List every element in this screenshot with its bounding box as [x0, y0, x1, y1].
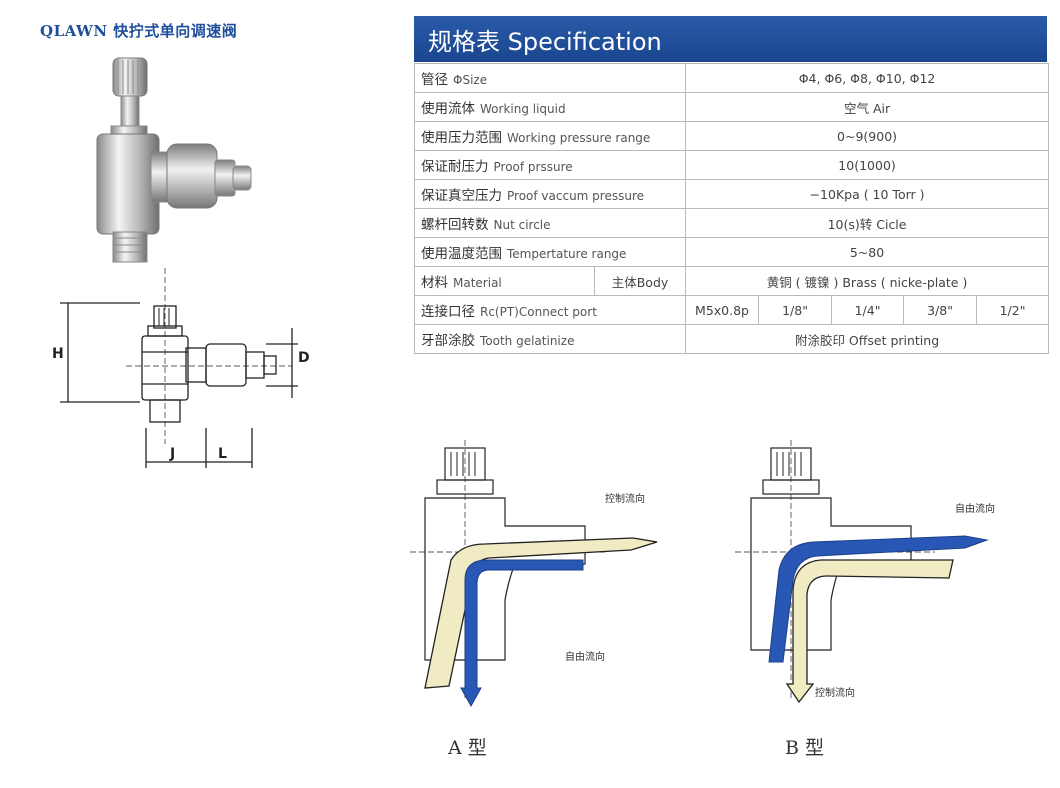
- spec-label-zh: 使用温度范围: [421, 246, 502, 262]
- dim-h: H: [52, 346, 64, 362]
- spec-label-zh: 使用压力范围: [421, 130, 502, 146]
- spec-label-zh: 螺杆回转数: [421, 217, 489, 233]
- spec-port-value: 3/8": [903, 295, 978, 325]
- spec-label-zh: 牙部涂胶: [421, 333, 475, 349]
- dim-j: J: [169, 446, 175, 462]
- spec-row: 使用压力范围 Working pressure range 0~9(900): [413, 121, 1050, 151]
- spec-label-cell: 螺杆回转数 Nut circle: [413, 208, 687, 238]
- spec-value: Φ4, Φ6, Φ8, Φ10, Φ12: [685, 63, 1050, 93]
- flow-diagram-a: 控制流向 自由流向: [410, 440, 658, 708]
- spec-label-en: Tempertature range: [507, 247, 627, 261]
- spec-label-en: Material: [453, 276, 502, 290]
- spec-material-sub: 主体Body: [593, 266, 687, 296]
- dim-d: D: [298, 350, 310, 366]
- spec-label-en: Working liquid: [480, 102, 566, 116]
- spec-label-cell: 保证真空压力 Proof vaccum pressure: [413, 179, 687, 209]
- spec-label-en: Tooth gelatinize: [480, 334, 575, 348]
- spec-value: 0~9(900): [685, 121, 1050, 151]
- spec-label-en: Working pressure range: [507, 131, 651, 145]
- spec-value: 10(s)转 Cicle: [685, 208, 1050, 238]
- spec-label-en: Rc(PT)Connect port: [480, 305, 597, 319]
- spec-row: 使用温度范围 Tempertature range 5~80: [413, 237, 1050, 267]
- flow-b-controlled-label: 控制流向: [815, 686, 855, 699]
- spec-port-value: 1/8": [758, 295, 833, 325]
- spec-row: 螺杆回转数 Nut circle 10(s)转 Cicle: [413, 208, 1050, 238]
- spec-port-value: M5x0.8p: [685, 295, 760, 325]
- spec-label-en: Proof prssure: [493, 160, 573, 174]
- spec-label-cell: 连接口径 Rc(PT)Connect port: [413, 295, 687, 325]
- spec-table: 管径 ΦSize Φ4, Φ6, Φ8, Φ10, Φ12 使用流体 Working l…: [413, 63, 1050, 354]
- spec-row: 管径 ΦSize Φ4, Φ6, Φ8, Φ10, Φ12: [413, 63, 1050, 93]
- spec-label-cell: 使用温度范围 Tempertature range: [413, 237, 687, 267]
- spec-port-value: 1/2": [976, 295, 1050, 325]
- spec-label-zh: 使用流体: [421, 101, 475, 117]
- dimension-drawing: H D J L: [52, 268, 310, 468]
- spec-label-cell: 材料 Material: [414, 266, 595, 296]
- spec-label-cell: 牙部涂胶 Tooth gelatinize: [413, 324, 687, 354]
- spec-row-tooth: 牙部涂胶 Tooth gelatinize 附涂胶印 Offset printing: [413, 324, 1050, 354]
- flow-a-type-label: A 型: [448, 737, 487, 759]
- spec-value: 黄铜 ( 镀镍 ) Brass ( nicke-plate ): [685, 266, 1050, 296]
- spec-value: 5~80: [685, 237, 1050, 267]
- flow-b-free-label: 自由流向: [955, 502, 995, 515]
- spec-row: 保证耐压力 Proof prssure 10(1000): [413, 150, 1050, 180]
- flow-b-type-label: B 型: [785, 737, 825, 759]
- spec-label-zh: 保证真空压力: [421, 188, 502, 204]
- spec-label-cell: 管径 ΦSize: [413, 63, 687, 93]
- spec-port-value: 1/4": [831, 295, 905, 325]
- brand-title: QLAWN 快拧式单向调速阀: [40, 22, 238, 40]
- spec-label-zh: 保证耐压力: [421, 159, 489, 175]
- spec-label-cell: 保证耐压力 Proof prssure: [413, 150, 687, 180]
- spec-label-cell: 使用流体 Working liquid: [413, 92, 687, 122]
- spec-label-en: Proof vaccum pressure: [507, 189, 645, 203]
- spec-label-en: ΦSize: [453, 73, 488, 87]
- spec-row: 使用流体 Working liquid 空气 Air: [413, 92, 1050, 122]
- flow-a-controlled-label: 控制流向: [605, 492, 645, 505]
- spec-header: 规格表 Specification: [414, 16, 1047, 62]
- dim-l: L: [218, 446, 227, 462]
- spec-row: 保证真空压力 Proof vaccum pressure −10Kpa ( 10 T…: [413, 179, 1050, 209]
- spec-label-zh: 连接口径: [421, 304, 475, 320]
- spec-label-en: Nut circle: [493, 218, 551, 232]
- spec-label-zh: 管径: [421, 72, 448, 88]
- spec-value: 空气 Air: [685, 92, 1050, 122]
- flow-a-free-label: 自由流向: [565, 650, 605, 663]
- spec-value: 附涂胶印 Offset printing: [685, 324, 1050, 354]
- spec-value: −10Kpa ( 10 Torr ): [685, 179, 1050, 209]
- spec-label-zh: 材料: [421, 275, 448, 291]
- spec-value: 10(1000): [685, 150, 1050, 180]
- product-photo: [96, 57, 252, 263]
- flow-diagram-b: 自由流向 控制流向: [735, 440, 995, 704]
- spec-label-cell: 使用压力范围 Working pressure range: [413, 121, 687, 151]
